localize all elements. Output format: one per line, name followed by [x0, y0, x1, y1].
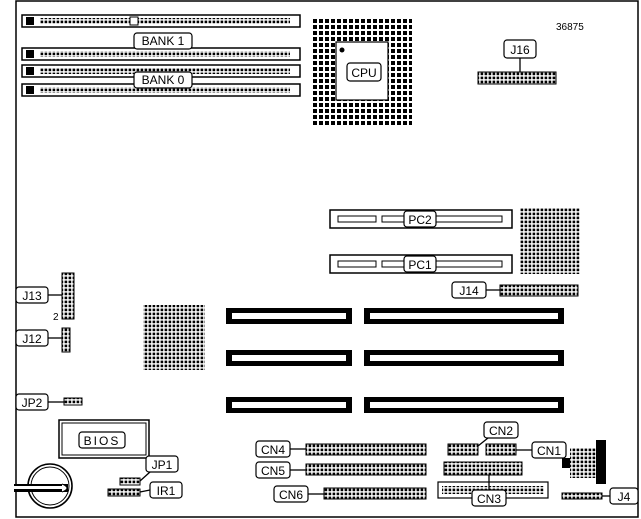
- svg-text:PC2: PC2: [408, 213, 432, 227]
- svg-text:J13: J13: [22, 289, 42, 303]
- svg-text:CN2: CN2: [489, 424, 513, 438]
- cn5-connector: CN5: [255, 461, 427, 479]
- svg-text:BANK 1: BANK 1: [142, 34, 185, 48]
- svg-text:JP2: JP2: [22, 396, 43, 410]
- simm-slot-1: [21, 14, 301, 28]
- chipset-left: [143, 305, 205, 370]
- bios-chip: BIOS: [58, 419, 150, 459]
- cn3-connector: CN3: [437, 461, 549, 507]
- battery: [14, 463, 73, 509]
- cn4-connector: CN4: [255, 440, 427, 458]
- svg-text:J16: J16: [510, 43, 530, 57]
- svg-text:CN1: CN1: [537, 444, 561, 458]
- simm-slot-2: [21, 47, 301, 61]
- j14-header: J14: [451, 281, 579, 299]
- ir1-connector: IR1: [107, 481, 183, 499]
- j16-header: J16: [477, 39, 557, 85]
- chipset-right: [520, 208, 580, 274]
- pc1-slot: PC1: [329, 254, 513, 274]
- svg-text:IR1: IR1: [157, 484, 176, 498]
- jp1-jumper: JP1: [119, 455, 179, 486]
- label-cpu: CPU: [351, 66, 376, 80]
- svg-text:CN3: CN3: [477, 492, 501, 506]
- reference-number: 36875: [556, 22, 584, 33]
- label-j13-pin: 2: [53, 312, 59, 323]
- label-bank-1: BANK 1: [133, 32, 193, 50]
- label-bank-0: BANK 0: [133, 71, 193, 89]
- svg-text:J14: J14: [459, 284, 479, 298]
- j4-header: J4: [561, 487, 639, 505]
- svg-text:JP1: JP1: [152, 458, 173, 472]
- svg-text:J12: J12: [22, 332, 42, 346]
- svg-text:CN4: CN4: [261, 443, 285, 457]
- cn1-connector: CN1: [485, 441, 567, 459]
- svg-text:BANK 0: BANK 0: [142, 73, 185, 87]
- cpu-socket: CPU: [312, 18, 412, 126]
- svg-text:BIOS: BIOS: [84, 434, 121, 448]
- jp2-jumper: JP2: [15, 393, 83, 411]
- svg-text:CN6: CN6: [279, 488, 303, 502]
- board-outline: [15, 0, 639, 518]
- svg-text:PC1: PC1: [408, 258, 432, 272]
- j13-header: J13 2: [15, 272, 75, 323]
- isa-slots: [226, 308, 564, 413]
- pc2-slot: PC2: [329, 209, 513, 229]
- cn6-connector: CN6: [273, 485, 427, 503]
- cn2-connector: CN2: [447, 421, 519, 456]
- svg-text:CN5: CN5: [261, 464, 285, 478]
- svg-text:J4: J4: [618, 490, 631, 504]
- keyboard-connector: [562, 440, 606, 484]
- j12-header: J12: [15, 327, 71, 353]
